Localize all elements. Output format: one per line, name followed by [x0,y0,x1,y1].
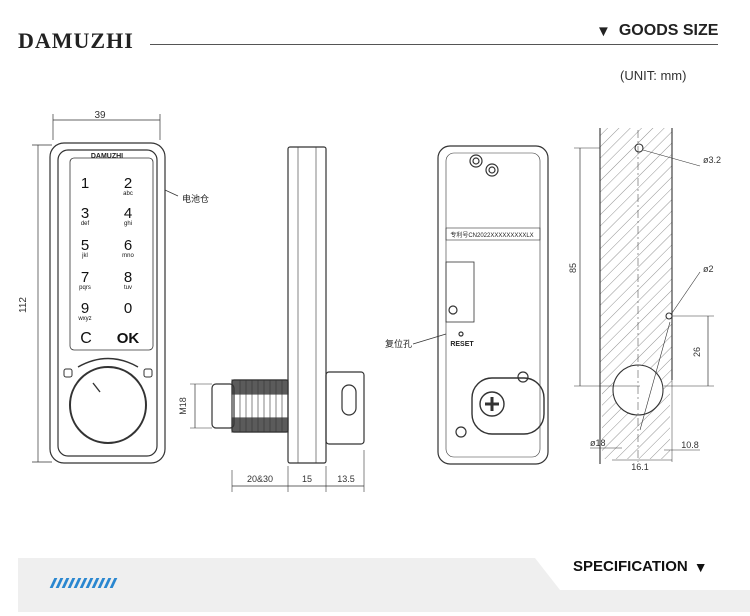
cutout-view [574,128,714,464]
hole-small-dim: ø3.2 [703,155,721,165]
front-brand-label: DAMUZHI [91,153,123,160]
width-16-1-dim: 16.1 [631,462,649,472]
front-width-dim: 39 [94,110,106,121]
key-0: 0 [124,300,132,317]
key-8-letters: tuv [124,285,132,291]
brand-logo: DAMUZHI [18,28,134,53]
depth-dim-1: 20&30 [247,474,273,484]
key-3: 3 [81,205,89,222]
key-6: 6 [124,237,132,254]
key-8: 8 [124,269,132,286]
reset-hole-label: 复位孔 [385,338,412,349]
battery-compartment-label: 电池仓 [182,193,209,204]
goods-size-heading: ▼ GOODS SIZE [596,22,718,40]
specification-heading: SPECIFICATION ▼ [573,558,708,575]
serial-number: 专利号CN2022XXXXXXXXXLX [450,231,533,239]
back-view [412,145,549,465]
specification-label: SPECIFICATION [573,558,688,575]
goods-size-label: GOODS SIZE [618,22,719,39]
height-26-dim: 26 [692,347,702,357]
key-3-letters: def [81,221,90,227]
front-view [32,114,179,464]
thread-dim: M18 [178,397,188,415]
height-85-dim: 85 [568,263,578,273]
key-c: C [80,330,92,347]
key-9-letters: wxyz [77,316,91,322]
hole-mid-dim: ø2 [703,264,714,274]
key-7: 7 [81,269,89,286]
key-6-letters: mno [122,253,134,259]
key-2: 2 [124,175,132,192]
key-4-letters: ghi [124,221,132,227]
side-view [190,146,365,492]
footer-stripes [49,578,118,588]
depth-dim-2: 15 [302,474,312,484]
reset-text: RESET [450,341,474,348]
hole-large-dim: ø18 [590,438,606,448]
key-ok: OK [117,330,140,347]
key-1: 1 [81,175,89,192]
key-4: 4 [124,205,132,222]
key-5: 5 [81,237,89,254]
key-9: 9 [81,300,89,317]
key-7-letters: pqrs [79,285,91,291]
down-triangle-icon: ▼ [596,22,611,40]
unit-label: (UNIT: mm) [620,68,687,83]
footer-band [18,558,750,612]
width-10-8-dim: 10.8 [681,440,699,450]
key-5-letters: jkl [81,253,88,259]
key-2-letters: abc [123,191,133,197]
keypad: 1 2 abc 3 def 4 ghi 5 jkl 6 mno 7 pqrs 8… [77,175,139,347]
header-divider [150,44,718,45]
depth-dim-3: 13.5 [337,474,355,484]
front-height-dim: 112 [18,297,29,313]
down-triangle-icon: ▼ [693,558,708,575]
